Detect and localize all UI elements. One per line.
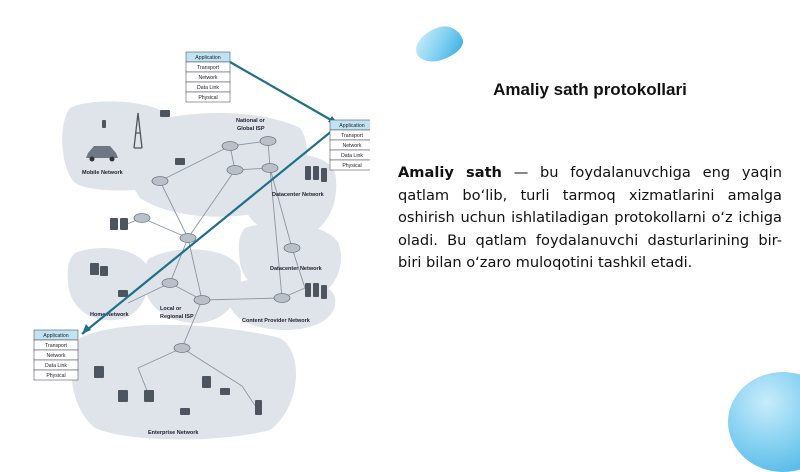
server-icon bbox=[305, 283, 311, 297]
stack-layer-transport: Transport bbox=[197, 65, 220, 71]
stack-layer-network: Network bbox=[46, 353, 65, 359]
desktop-icon bbox=[100, 266, 108, 276]
laptop-icon bbox=[180, 408, 190, 415]
router-icon bbox=[179, 233, 197, 243]
router-icon bbox=[161, 278, 179, 288]
stack-layer-physical: Physical bbox=[198, 95, 217, 101]
protocol-stack-bottom: Application Transport Network Data Link … bbox=[33, 329, 79, 381]
stack-layer-physical: Physical bbox=[342, 163, 361, 169]
router-icon bbox=[151, 176, 169, 186]
router-icon bbox=[133, 213, 151, 223]
phone-icon bbox=[102, 120, 106, 128]
stack-layer-data-link: Data Link bbox=[197, 85, 219, 91]
stack-layer-data-link: Data Link bbox=[341, 153, 363, 159]
server-icon bbox=[321, 285, 327, 299]
server-icon bbox=[305, 166, 311, 180]
label-mobile-network: Mobile Network bbox=[82, 170, 124, 176]
slide-title: Amaliy sath protokollari bbox=[493, 80, 687, 99]
laptop-icon bbox=[220, 388, 230, 395]
router-icon bbox=[193, 295, 211, 305]
stack-layer-data-link: Data Link bbox=[45, 363, 67, 369]
label-datacenter-2: Datacenter Network bbox=[270, 266, 323, 272]
region-local-isp bbox=[144, 249, 241, 324]
label-home-network: Home Network bbox=[90, 312, 129, 318]
laptop-icon bbox=[160, 110, 170, 117]
region-enterprise bbox=[71, 324, 297, 440]
network-diagram: Mobile Network National or Global ISP Da… bbox=[30, 48, 375, 440]
laptop-icon bbox=[175, 158, 185, 165]
router-icon bbox=[261, 163, 279, 173]
router-icon bbox=[226, 165, 244, 175]
label-content-provider: Content Provider Network bbox=[242, 318, 311, 324]
stack-layer-transport: Transport bbox=[45, 343, 68, 349]
desktop-icon bbox=[120, 218, 128, 230]
term-definition: — bu foydalanuvchiga eng yaqin qatlam bo… bbox=[398, 164, 782, 271]
stack-layer-network: Network bbox=[342, 143, 361, 149]
stack-layer-application: Application bbox=[43, 333, 68, 339]
label-local-isp-line1: Local or bbox=[160, 306, 182, 312]
desktop-icon bbox=[90, 263, 99, 275]
router-icon bbox=[283, 243, 301, 253]
desktop-icon bbox=[94, 366, 104, 378]
decorative-blob-top bbox=[411, 21, 467, 67]
server-icon bbox=[321, 168, 327, 182]
stack-layer-network: Network bbox=[198, 75, 217, 81]
cell-tower-icon bbox=[133, 112, 143, 149]
desktop-icon bbox=[118, 390, 128, 402]
term-highlight: Amaliy sath bbox=[398, 164, 502, 181]
label-enterprise-network: Enterprise Network bbox=[148, 430, 199, 436]
router-icon bbox=[259, 136, 277, 146]
server-icon bbox=[313, 166, 319, 180]
stack-layer-physical: Physical bbox=[46, 373, 65, 379]
label-datacenter-1: Datacenter Network bbox=[272, 192, 325, 198]
decorative-blob-bottom bbox=[728, 372, 800, 472]
car-icon bbox=[86, 146, 118, 158]
protocol-stack-right: Application Transport Network Data Link … bbox=[329, 119, 375, 171]
server-icon bbox=[255, 400, 262, 415]
desktop-icon bbox=[144, 390, 154, 402]
server-icon bbox=[313, 283, 319, 297]
label-local-isp-line2: Regional ISP bbox=[160, 314, 194, 320]
desktop-icon bbox=[202, 376, 211, 388]
router-icon bbox=[273, 293, 291, 303]
laptop-icon bbox=[118, 290, 128, 297]
desktop-icon bbox=[110, 218, 118, 230]
stack-layer-application: Application bbox=[195, 55, 220, 61]
region-home bbox=[67, 248, 149, 321]
protocol-stack-top: Application Transport Network Data Link … bbox=[185, 51, 231, 103]
region-datacenter-1 bbox=[240, 153, 337, 237]
label-isp-line2: Global ISP bbox=[237, 126, 265, 132]
slide-body: Amaliy sath — bu foydalanuvchiga eng yaq… bbox=[398, 162, 782, 275]
label-isp-line1: National or bbox=[236, 118, 266, 124]
stack-layer-application: Application bbox=[339, 123, 364, 129]
stack-layer-transport: Transport bbox=[341, 133, 364, 139]
router-icon bbox=[173, 343, 191, 353]
router-icon bbox=[221, 141, 239, 151]
